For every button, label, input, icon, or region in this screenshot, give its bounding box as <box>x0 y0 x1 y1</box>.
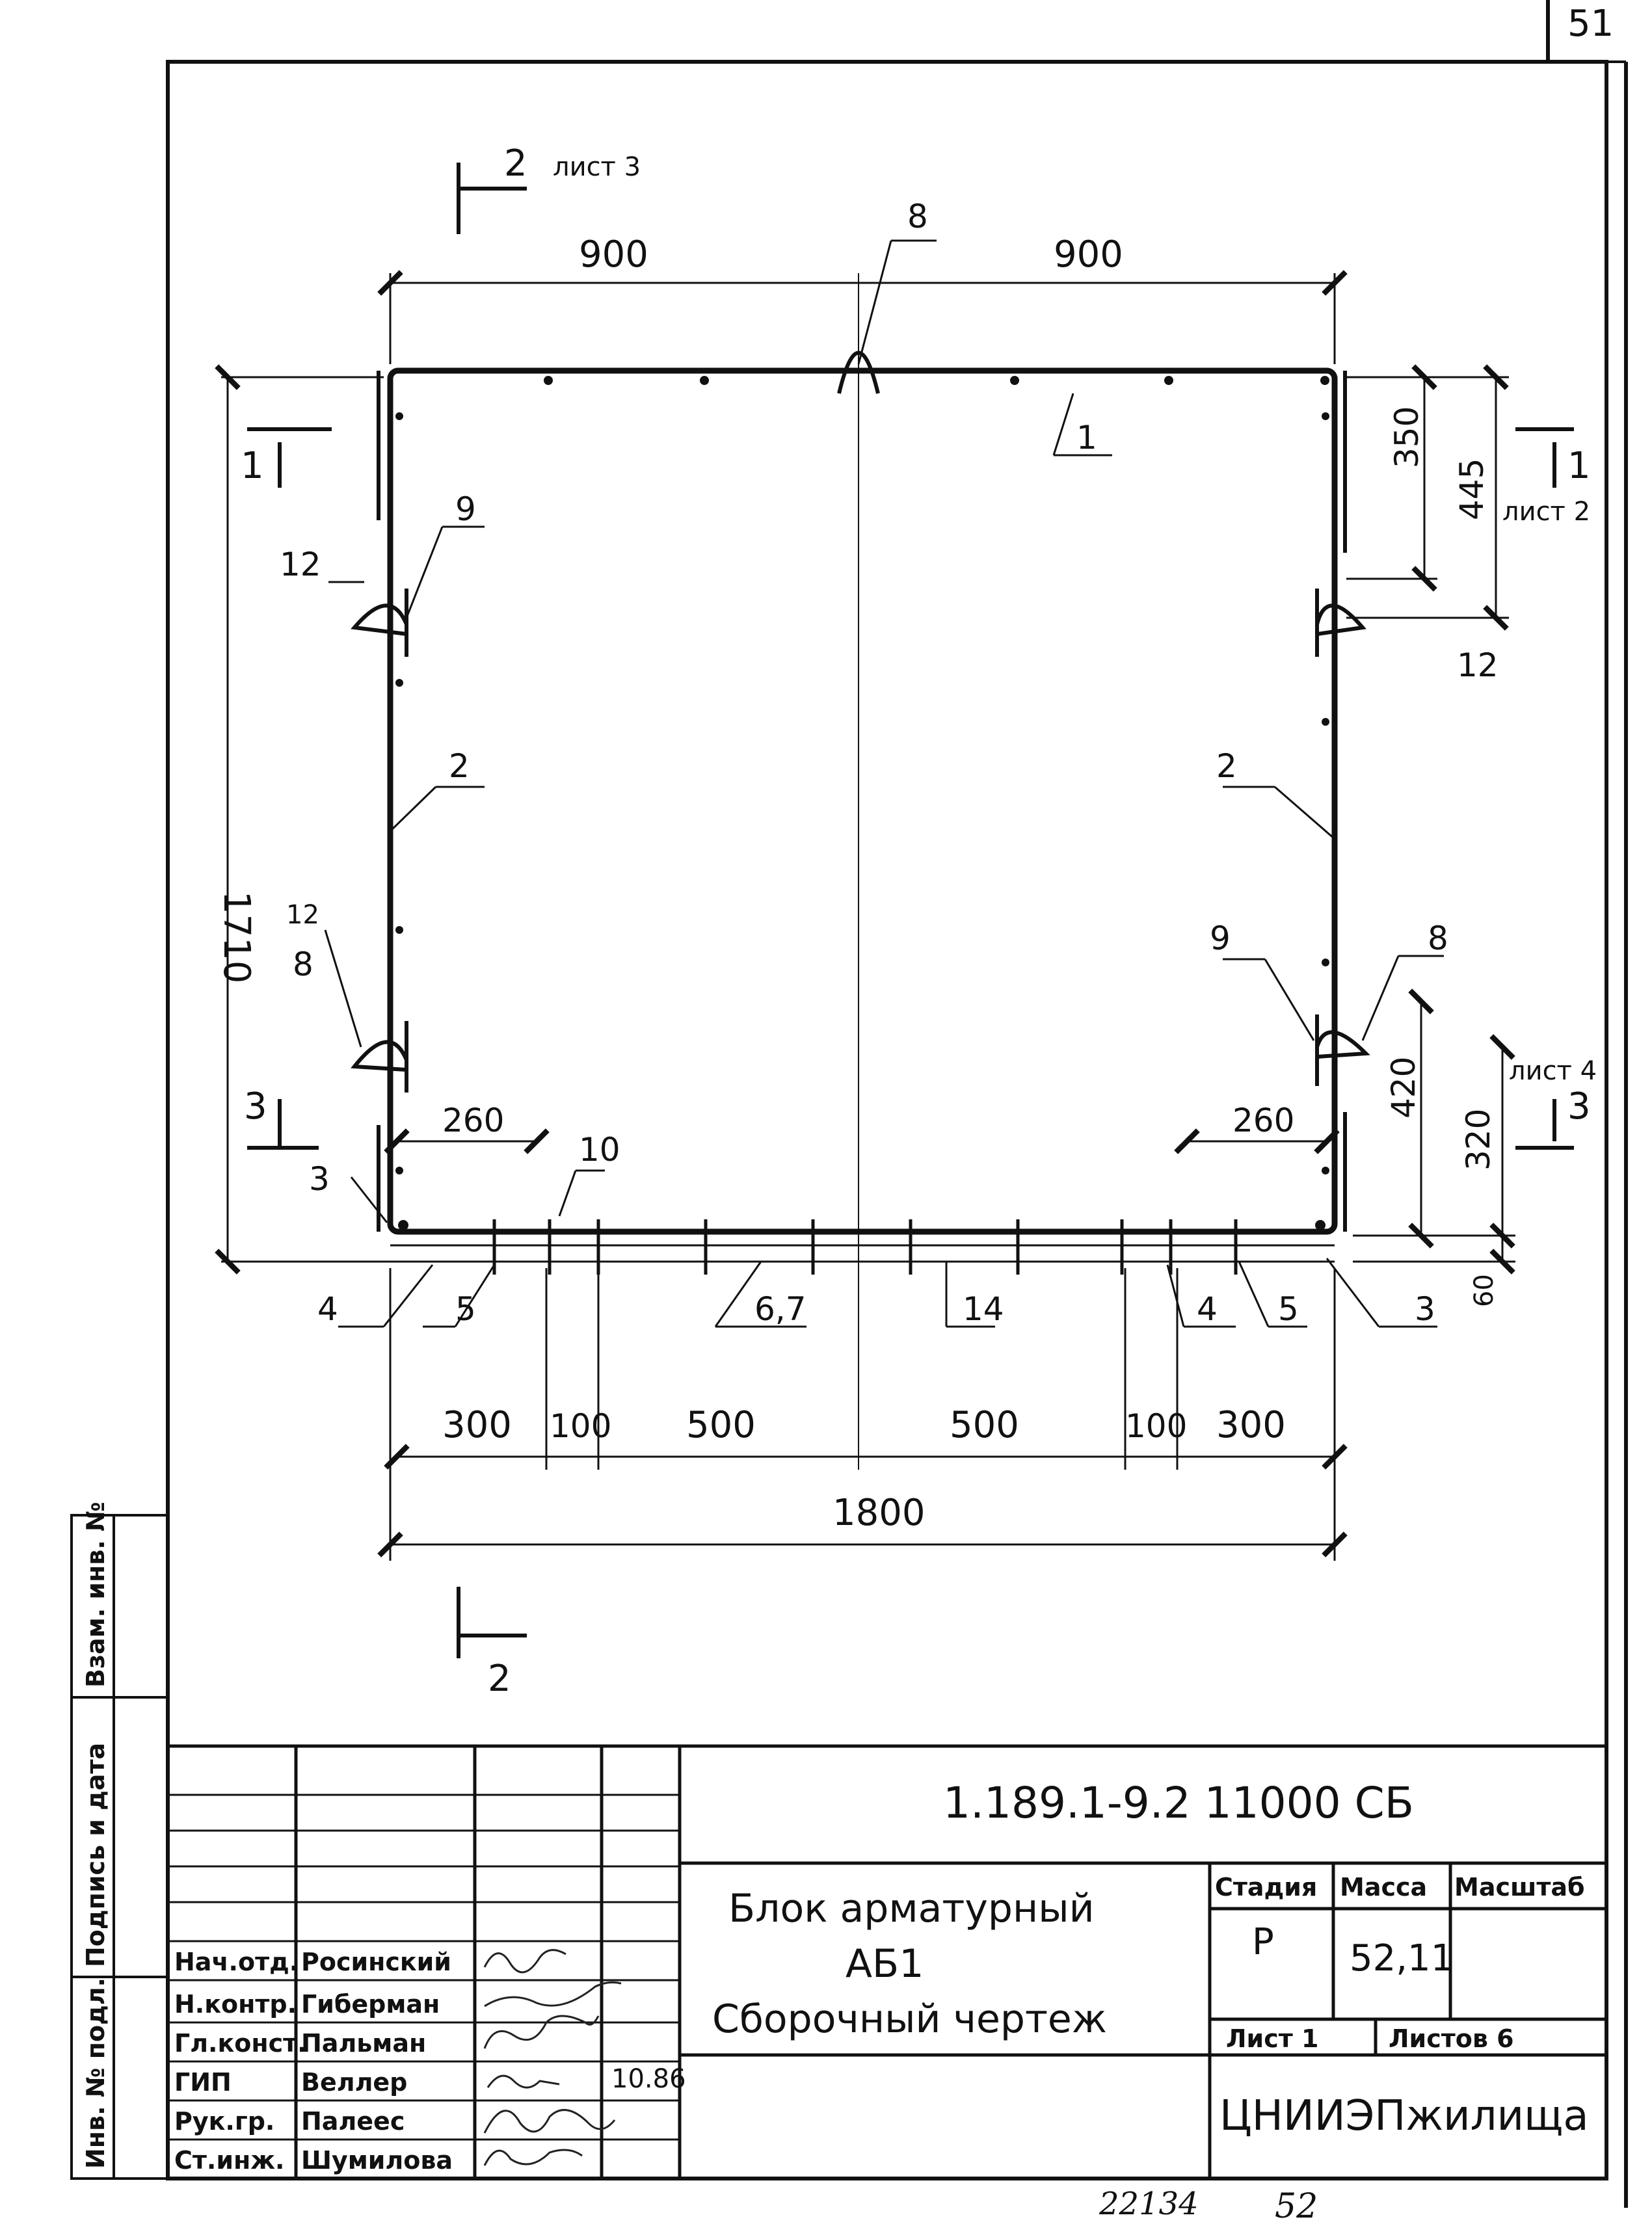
name-1: Росинский <box>301 1948 451 1976</box>
section-2-bottom-num: 2 <box>488 1658 511 1700</box>
mark-5-left: 5 <box>455 1290 476 1328</box>
mark-6-7: 6,7 <box>754 1290 806 1328</box>
mark-4-right: 4 <box>1197 1290 1218 1328</box>
mark-9-right: 9 <box>1210 920 1231 957</box>
mark-3-left: 3 <box>309 1160 330 1198</box>
mark-2-left: 2 <box>449 747 470 785</box>
sheets-label: Листов 6 <box>1389 2024 1514 2053</box>
section-2-top-ref: лист 3 <box>553 152 641 182</box>
title-name-line2: АБ1 <box>846 1941 924 1987</box>
col-stage: Стадия <box>1215 1873 1317 1901</box>
name-3: Пальман <box>301 2029 426 2058</box>
mass-value: 52,11 <box>1350 1937 1454 1980</box>
bottom-stirrups <box>390 1219 1335 1275</box>
section-1-left-num: 1 <box>241 445 264 487</box>
title-name-line1: Блок арматурный <box>728 1886 1095 1931</box>
mark-12-left-bottom: 12 <box>286 900 319 930</box>
section-2-top-num: 2 <box>504 142 527 185</box>
dim-320: 320 <box>1459 1109 1497 1171</box>
rod-dots <box>395 376 1329 1230</box>
dim-100-left: 100 <box>550 1407 611 1445</box>
section-1-right-ref: лист 2 <box>1502 497 1590 527</box>
mark-4-left: 4 <box>317 1290 338 1328</box>
side-stamp-inv: Инв. № подл. <box>81 1978 110 2169</box>
mark-9-top: 9 <box>455 490 476 528</box>
dim-350: 350 <box>1388 406 1426 468</box>
dim-1800: 1800 <box>833 1492 926 1534</box>
name-4: Веллер <box>301 2068 407 2097</box>
stage-value: Р <box>1252 1921 1274 1963</box>
dim-260-right: 260 <box>1232 1102 1294 1139</box>
approval-date: 10.86 <box>611 2064 686 2094</box>
mark-8-right: 8 <box>1428 920 1448 957</box>
side-stamp <box>70 1514 169 2180</box>
mark-3-right: 3 <box>1415 1290 1435 1328</box>
mark-8-top: 8 <box>907 198 928 235</box>
lifting-loops <box>351 351 1370 1093</box>
dim-300-right: 300 <box>1216 1404 1286 1446</box>
drawing-code: 1.189.1-9.2 11000 СБ <box>943 1778 1414 1828</box>
dimension-values: 900 900 1710 350 445 420 320 60 260 260 … <box>215 233 1499 1534</box>
mark-10: 10 <box>579 1131 620 1169</box>
section-markers <box>247 163 1574 1658</box>
role-5: Рук.гр. <box>174 2107 274 2136</box>
role-2: Н.контр. <box>174 1990 297 2019</box>
dim-260-left: 260 <box>442 1102 504 1139</box>
section-3-right-num: 3 <box>1567 1085 1591 1128</box>
position-marks: 8 1 9 12 12 2 2 12 8 9 8 10 3 3 4 5 6,7 … <box>280 198 1499 1328</box>
role-4: ГИП <box>174 2068 232 2097</box>
mark-1: 1 <box>1076 419 1097 457</box>
role-3: Гл.конст. <box>174 2029 307 2058</box>
leader-lines <box>324 239 1444 1328</box>
name-5: Палеес <box>301 2107 405 2136</box>
dim-900-right: 900 <box>1054 233 1123 276</box>
col-mass: Масса <box>1340 1873 1427 1901</box>
dim-1710: 1710 <box>215 891 258 984</box>
mark-12-right: 12 <box>1457 646 1499 684</box>
side-stamp-replace: Взам. инв. № <box>81 1502 110 1688</box>
section-3-left-num: 3 <box>244 1085 267 1128</box>
rebar-frame <box>377 273 1347 1470</box>
name-6: Шумилова <box>301 2146 453 2175</box>
title-block-grid <box>168 1744 1606 2179</box>
dim-300-left: 300 <box>442 1404 512 1446</box>
mark-5-right: 5 <box>1278 1290 1299 1328</box>
section-1-right-num: 1 <box>1567 445 1591 487</box>
mark-2-right: 2 <box>1216 747 1237 785</box>
dim-500-right: 500 <box>950 1404 1019 1446</box>
col-scale: Масштаб <box>1454 1873 1585 1901</box>
side-stamp-sign: Подпись и дата <box>81 1743 110 1967</box>
footer-number-left: 22134 <box>1099 2186 1199 2222</box>
dim-100-right: 100 <box>1125 1407 1187 1445</box>
mark-12-left-top: 12 <box>280 546 321 583</box>
sheet-label: Лист 1 <box>1226 2024 1318 2053</box>
organization: ЦНИИЭПжилища <box>1219 2092 1589 2140</box>
section-3-right-ref: лист 4 <box>1509 1056 1597 1086</box>
dimension-lines <box>215 270 1515 1561</box>
footer-number-right: 52 <box>1275 2187 1318 2226</box>
signature-table: Нач.отд. Росинский Н.контр. Гиберман Гл.… <box>174 1948 453 2175</box>
title-name-line3: Сборочный чертеж <box>712 1996 1107 2042</box>
dim-445: 445 <box>1453 458 1491 520</box>
dim-900-left: 900 <box>579 233 648 276</box>
sheet-number-top: 51 <box>1567 3 1614 45</box>
dim-60: 60 <box>1469 1274 1499 1307</box>
mark-14: 14 <box>963 1290 1004 1328</box>
dim-500-left: 500 <box>686 1404 756 1446</box>
role-6: Ст.инж. <box>174 2146 284 2175</box>
mark-8-left: 8 <box>293 946 313 983</box>
handwritten-signatures <box>483 1949 622 2166</box>
sheet-frame <box>166 0 1628 2208</box>
role-1: Нач.отд. <box>174 1948 299 1976</box>
dim-420: 420 <box>1385 1057 1422 1119</box>
name-2: Гиберман <box>301 1990 440 2019</box>
